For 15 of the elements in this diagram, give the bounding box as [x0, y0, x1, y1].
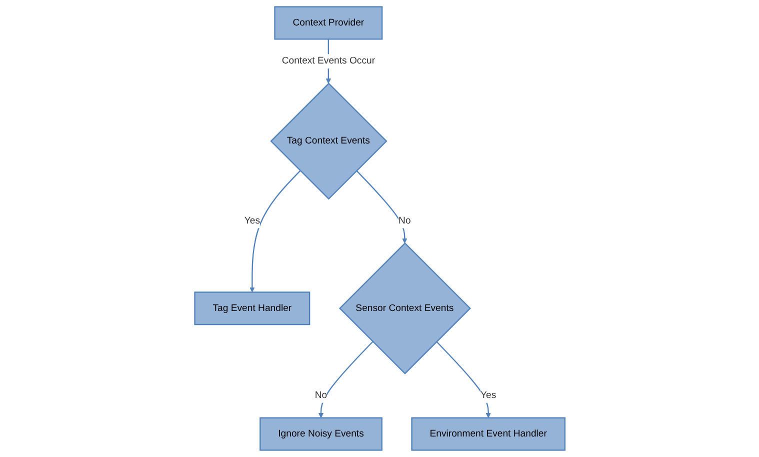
- edge-label: No: [398, 216, 410, 226]
- arrow: [356, 170, 407, 244]
- node-box: Context Provider: [274, 6, 382, 40]
- node-box: Environment Event Handler: [410, 417, 566, 451]
- node-box: Tag Event Handler: [194, 292, 310, 326]
- arrow: [318, 341, 373, 418]
- arrow: [249, 170, 300, 292]
- node-diamond: Sensor Context Events: [338, 242, 471, 374]
- edge-label: Yes: [480, 390, 496, 400]
- node-diamond: Tag Context Events: [270, 82, 387, 200]
- edge-label: Yes: [244, 216, 260, 226]
- arrow: [436, 341, 491, 418]
- edge-label: No: [314, 390, 327, 400]
- edge-label: Context Events Occur: [281, 56, 375, 66]
- node-box: Ignore Noisy Events: [259, 417, 382, 451]
